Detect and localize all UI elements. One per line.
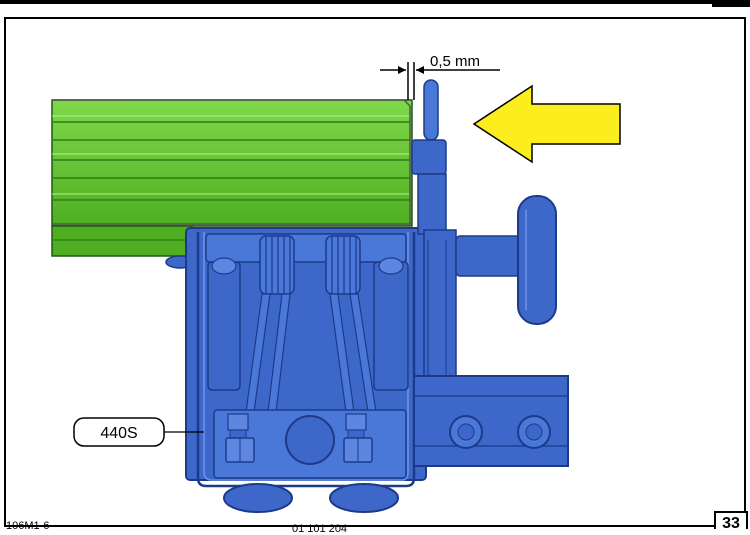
part-callout: 440S (73, 417, 204, 447)
side-rail (413, 375, 569, 467)
gap-dimension: 0,5 mm (380, 53, 500, 100)
illustration-frame (4, 17, 746, 527)
page-number: 33 (714, 511, 748, 529)
footer-center-code: 01 101 204 (292, 523, 348, 535)
left-spring (259, 235, 295, 295)
right-spring (325, 235, 361, 295)
gap-dimension-label: 0,5 mm (430, 53, 480, 70)
header-tab (712, 4, 750, 7)
bottom-bolts (225, 413, 373, 463)
adjustment-handle (455, 195, 557, 325)
green-conveyor-body (51, 99, 413, 269)
blue-clamp-assembly (185, 227, 427, 513)
adjustment-post (411, 79, 457, 381)
push-direction-arrow (472, 84, 621, 164)
footer-left-code: 106M1-6 (6, 520, 50, 532)
header-rule (0, 0, 750, 4)
part-callout-label: 440S (100, 425, 137, 442)
